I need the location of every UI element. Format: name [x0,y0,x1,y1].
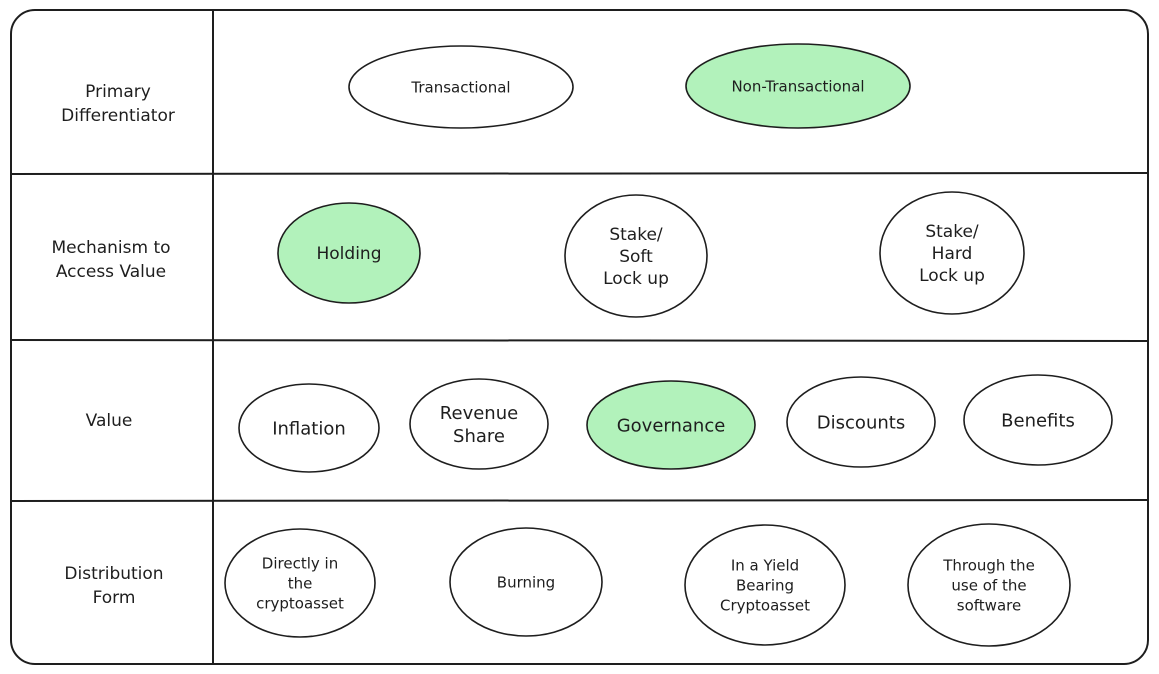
row-label-value: Value [86,411,133,431]
option-stake-hard-lock-up-label-line: Stake/ [925,222,979,242]
option-through-the-use-of-the-software-oval [907,523,1071,647]
option-stake-soft-lock-up-label-line: Soft [619,247,653,267]
option-revenue-share-label-line: Revenue [440,403,518,424]
option-discounts-oval [786,376,936,468]
row-divider [10,172,1149,175]
option-inflation-oval [238,383,380,473]
option-benefits-oval [963,374,1113,466]
option-transactional-label: Transactional [410,78,510,96]
row-label-distribution-form-line: Distribution [64,564,163,584]
option-through-the-use-of-the-software-label-line: software [957,596,1021,614]
option-benefits-label: Benefits [1001,410,1075,431]
option-governance-oval [586,380,756,470]
option-holding-label: Holding [317,244,382,264]
option-stake-hard-lock-up-oval [879,191,1025,315]
option-directly-in-the-cryptoasset-label-line: the [288,574,313,592]
row-label-primary-differentiator-line: Differentiator [61,106,175,126]
option-burning-label: Burning [497,573,555,591]
option-stake-hard-lock-up-label-line: Hard [932,244,973,264]
option-directly-in-the-cryptoasset-label: Directly in the cryptoasset [256,554,344,612]
option-in-a-yield-bearing-cryptoasset-label-line: In a Yield [731,556,799,574]
option-revenue-share-label-line: Share [453,426,505,447]
option-transactional-label-line: Transactional [410,78,510,96]
option-non-transactional-label-line: Non-Transactional [731,77,864,95]
option-in-a-yield-bearing-cryptoasset-label-line: Cryptoasset [720,596,810,614]
option-transactional-oval [348,45,574,129]
option-revenue-share-oval [409,378,549,470]
option-directly-in-the-cryptoasset-oval [224,528,376,638]
option-stake-soft-lock-up-label-line: Stake/ [609,225,663,245]
row-label-mechanism-to-access-value: Mechanism to Access Value [51,238,170,282]
option-stake-soft-lock-up-oval [564,194,708,318]
row-label-value-line: Value [86,411,133,431]
option-through-the-use-of-the-software-label-line: use of the [951,576,1026,594]
option-benefits-label-line: Benefits [1001,410,1075,431]
option-through-the-use-of-the-software-label-line: Through the [942,556,1035,574]
option-governance-label: Governance [617,415,726,436]
row-label-mechanism-to-access-value-line: Mechanism to [51,238,170,258]
option-burning-oval [449,527,603,637]
option-in-a-yield-bearing-cryptoasset-label-line: Bearing [736,576,794,594]
row-divider [10,499,1149,502]
option-through-the-use-of-the-software-label: Through the use of the software [942,556,1035,614]
diagram-frame [10,9,1149,665]
option-stake-soft-lock-up-label-line: Lock up [603,269,669,289]
row-label-mechanism-to-access-value-line: Access Value [56,262,166,282]
row-label-primary-differentiator-line: Primary [85,82,151,102]
option-discounts-label: Discounts [817,412,905,433]
option-burning-label-line: Burning [497,573,555,591]
option-directly-in-the-cryptoasset-label-line: cryptoasset [256,594,344,612]
option-governance-label-line: Governance [617,415,726,436]
row-label-distribution-form-line: Form [93,588,136,608]
option-directly-in-the-cryptoasset-label-line: Directly in [262,554,338,572]
option-holding-oval [277,202,421,304]
option-non-transactional-label: Non-Transactional [731,77,864,95]
option-holding-label-line: Holding [317,244,382,264]
option-stake-hard-lock-up-label-line: Lock up [919,266,985,286]
option-discounts-label-line: Discounts [817,412,905,433]
row-divider [10,339,1149,342]
option-inflation-label: Inflation [272,418,346,439]
option-in-a-yield-bearing-cryptoasset-oval [684,524,846,646]
option-non-transactional-oval [685,43,911,129]
option-inflation-label-line: Inflation [272,418,346,439]
